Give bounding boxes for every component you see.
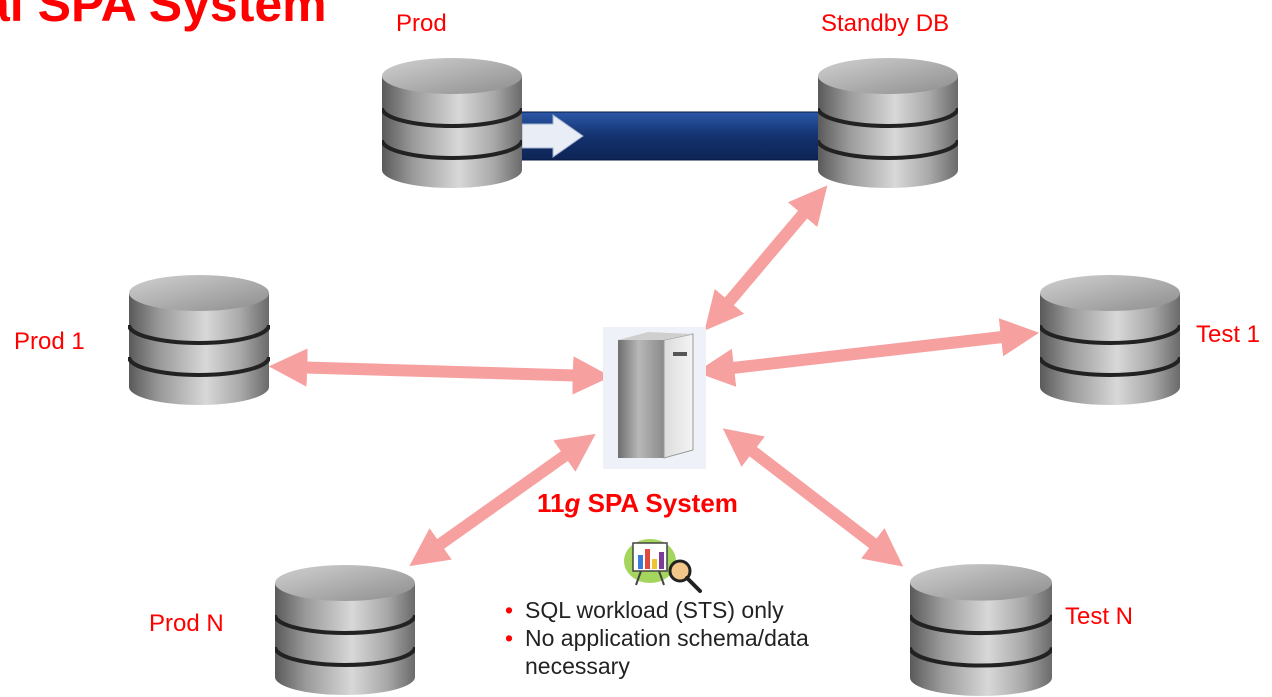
arrow-standby-spa [704, 185, 828, 331]
prod1-label: Prod 1 [14, 328, 85, 355]
testn-database-icon [910, 564, 1052, 696]
testn-label: Test N [1065, 603, 1134, 630]
prod1-database-icon [129, 275, 269, 405]
prodn-database-icon [275, 565, 415, 695]
spa-title-g: g [564, 488, 581, 518]
standby-label: Standby DB [821, 10, 950, 37]
spa-system-title: 11g SPA System [537, 488, 738, 519]
arrow-prod1-spa [268, 348, 612, 395]
test1-label: Test 1 [1196, 321, 1261, 348]
spa-title-text: SPA System [580, 488, 738, 518]
arrow-spa-test1 [695, 318, 1040, 387]
magnifier-icon [668, 559, 702, 593]
spa-title-number: 11 [537, 488, 565, 518]
prod-label: Prod [396, 10, 447, 37]
prodn-label: Prod N [149, 610, 224, 637]
server-icon [603, 327, 706, 469]
arrow-spa-prodn [409, 433, 596, 567]
arrow-spa-testn [722, 428, 904, 567]
replication-pipe [514, 111, 826, 161]
prod-database-icon [382, 58, 522, 188]
bullet-item: SQL workload (STS) only [505, 596, 905, 624]
test1-database-icon [1040, 275, 1180, 405]
spa-bullet-list: SQL workload (STS) only No application s… [505, 596, 905, 680]
bullet-item: No application schema/data necessary [505, 624, 905, 680]
standby-database-icon [818, 58, 958, 188]
analysis-chart-icon [624, 539, 676, 586]
slide-title: al SPA System [0, 0, 327, 32]
